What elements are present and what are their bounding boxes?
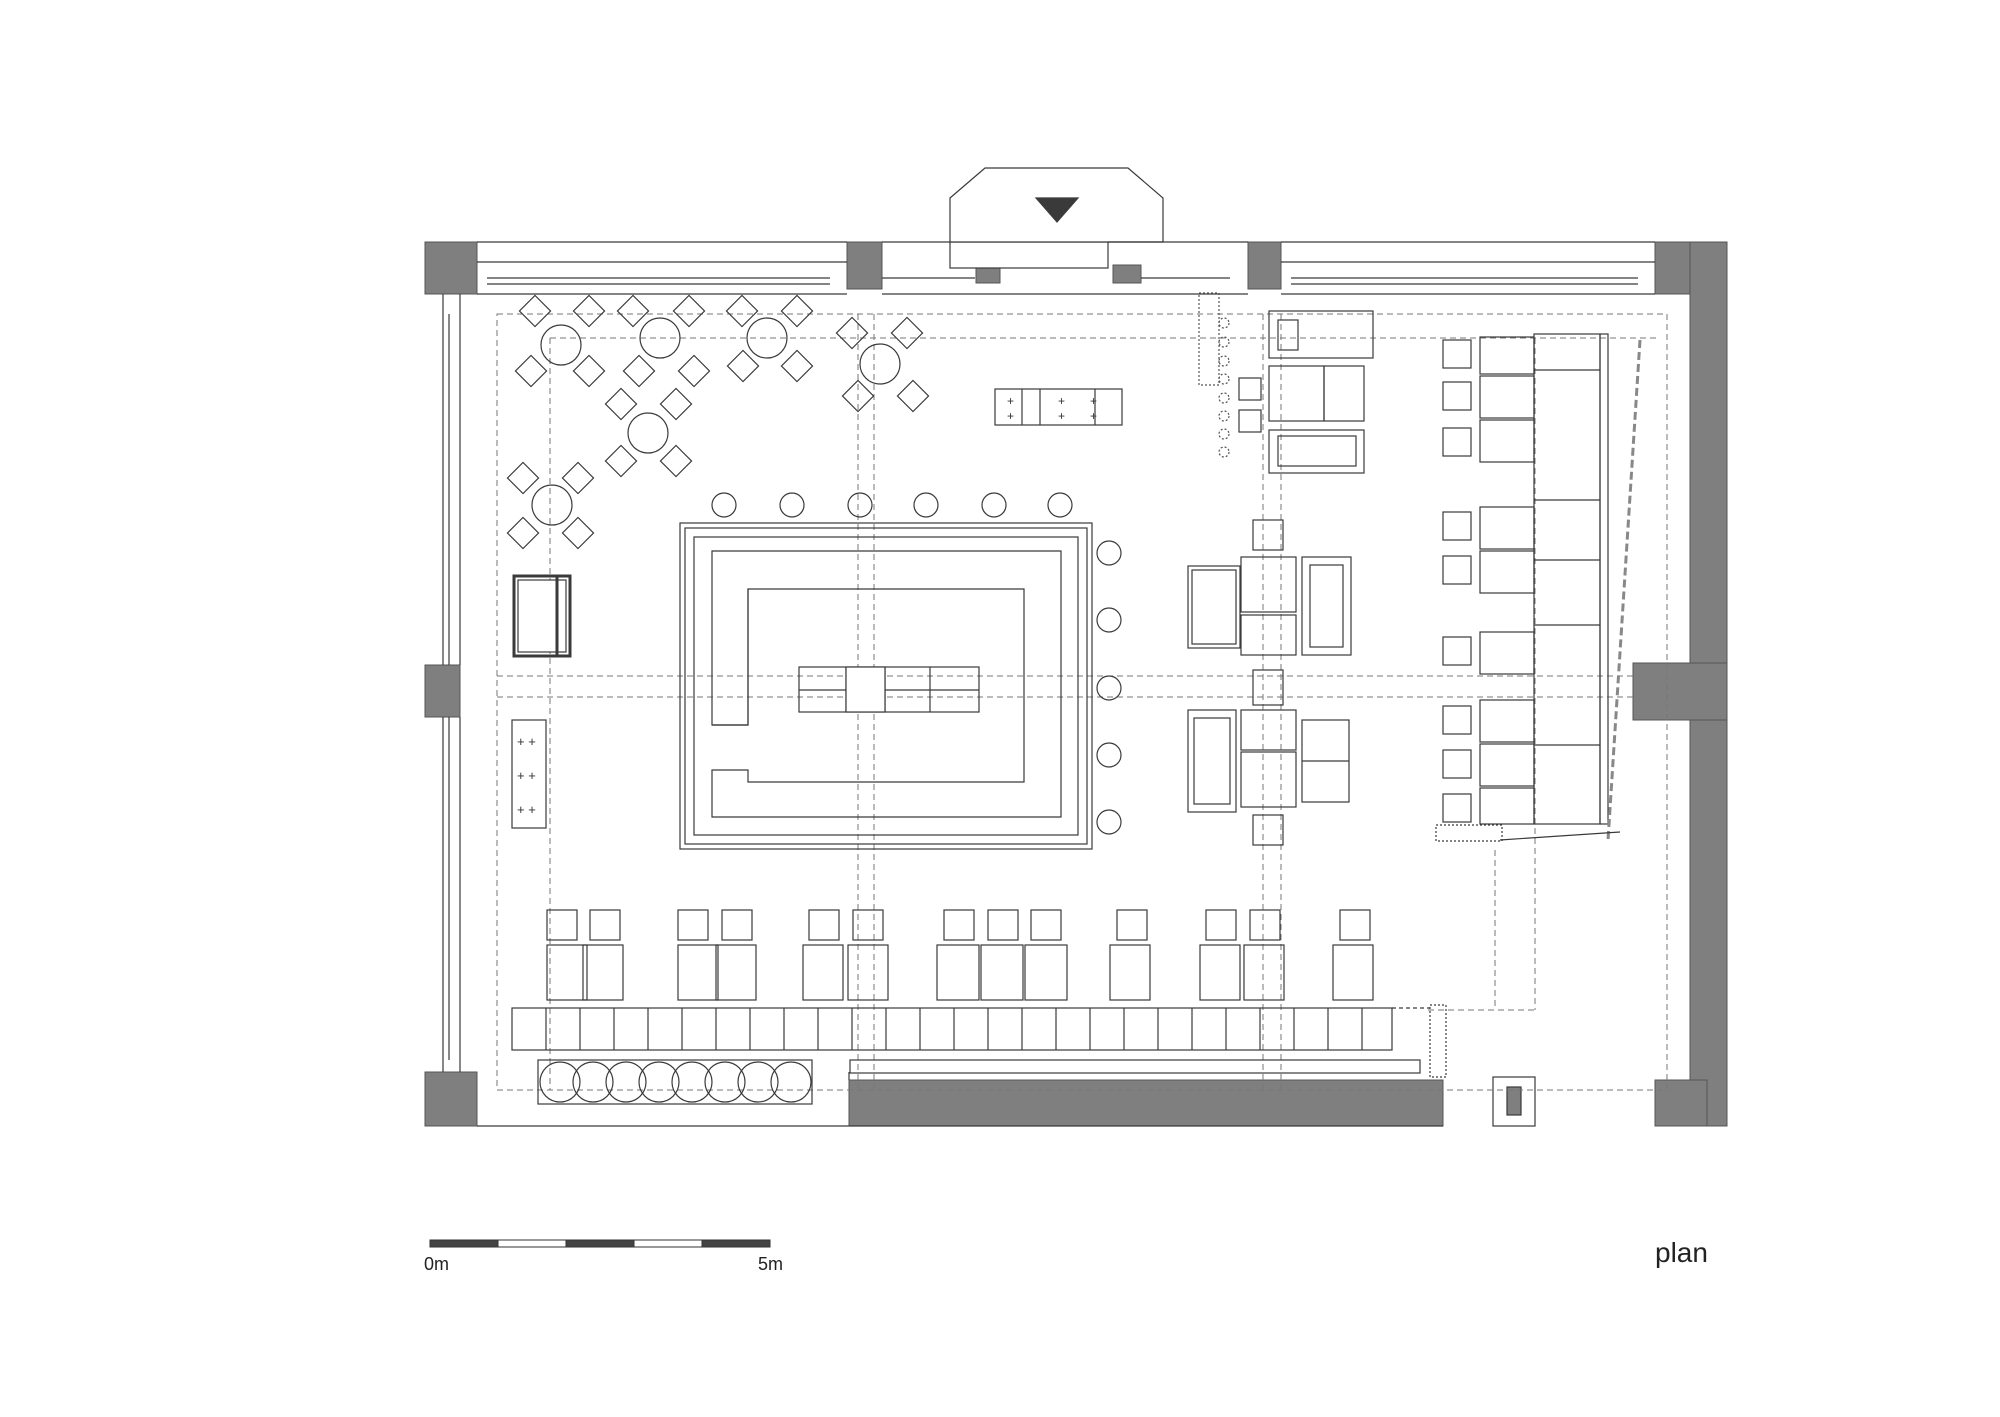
column-left-mid	[424, 664, 461, 718]
stool	[572, 354, 606, 388]
stool	[672, 294, 706, 328]
bar-stool	[1096, 607, 1122, 633]
svg-text:+ +: + +	[517, 734, 536, 749]
scale-end-label: 5m	[758, 1254, 784, 1274]
bar-stool	[779, 492, 805, 518]
round-table	[540, 324, 582, 366]
svg-text:+ +: + +	[517, 802, 536, 817]
stool	[780, 349, 814, 383]
column-top-2	[1247, 241, 1282, 290]
column-right-mid	[1632, 662, 1728, 721]
column-top-1	[846, 241, 883, 290]
svg-text:+: +	[1007, 394, 1014, 408]
wall-shelf-left: + + + + + +	[511, 719, 547, 829]
stool	[726, 349, 760, 383]
drawing-title: plan	[1655, 1237, 1708, 1268]
stool	[659, 387, 693, 421]
stool	[572, 294, 606, 328]
booth-seating-top	[1238, 310, 1374, 474]
side-door-pad	[1506, 1086, 1522, 1116]
bottom-bench	[511, 1004, 1447, 1078]
svg-text:+: +	[1058, 409, 1065, 423]
bottom-seating	[546, 909, 1374, 1001]
side-door-frame	[1492, 1076, 1536, 1127]
stool	[604, 444, 638, 478]
stool	[659, 444, 693, 478]
stool	[514, 354, 548, 388]
entrance-canopy-outline	[949, 241, 1109, 269]
stool	[561, 516, 595, 550]
svg-text:+: +	[1058, 394, 1065, 408]
grid-lines	[496, 313, 1668, 1091]
bottom-left-round-seats	[537, 1059, 813, 1105]
small-column-top-b	[1112, 264, 1142, 284]
stool	[506, 461, 540, 495]
stool	[896, 379, 930, 413]
stool	[604, 387, 638, 421]
scale-bar	[429, 1239, 771, 1248]
entrance-arrow-icon	[1034, 197, 1080, 223]
bar-stool	[1047, 492, 1073, 518]
stool	[835, 316, 869, 350]
round-table	[627, 412, 669, 454]
corner-column-bottom-left	[424, 1071, 478, 1127]
bar-stool	[1096, 675, 1122, 701]
stool	[616, 294, 650, 328]
central-bar	[679, 492, 1122, 850]
round-table	[859, 343, 901, 385]
bar-stool	[1096, 809, 1122, 835]
facade-lines	[442, 167, 1655, 1127]
bar-stool	[981, 492, 1007, 518]
lounge-seating-top-left	[506, 294, 930, 550]
bar-stool	[711, 492, 737, 518]
lounge-seating-middle	[1187, 519, 1352, 846]
round-table	[746, 317, 788, 359]
stool	[841, 379, 875, 413]
bar-stool	[847, 492, 873, 518]
structural-walls	[424, 241, 1728, 1127]
south-wall	[848, 1079, 1444, 1127]
stool	[780, 294, 814, 328]
round-table	[639, 317, 681, 359]
stool	[677, 354, 711, 388]
round-table	[531, 484, 573, 526]
corner-column-bottom-right	[1654, 1079, 1708, 1127]
dj-booth: + + + + + +	[994, 388, 1123, 426]
scale-start-label: 0m	[424, 1254, 450, 1274]
bar-stool	[913, 492, 939, 518]
side-cabinet	[512, 574, 572, 658]
corner-column-top-left	[424, 241, 478, 295]
stool	[725, 294, 759, 328]
svg-text:+: +	[1007, 409, 1014, 423]
svg-text:+: +	[1090, 409, 1097, 423]
planter-column	[1198, 292, 1230, 458]
stool	[561, 461, 595, 495]
stool	[890, 316, 924, 350]
bar-stool	[1096, 540, 1122, 566]
stool	[622, 354, 656, 388]
stool	[506, 516, 540, 550]
svg-text:+: +	[1090, 394, 1097, 408]
svg-text:+ +: + +	[517, 768, 536, 783]
stool	[518, 294, 552, 328]
bar-stool	[1096, 742, 1122, 768]
right-banquette	[1435, 333, 1642, 842]
